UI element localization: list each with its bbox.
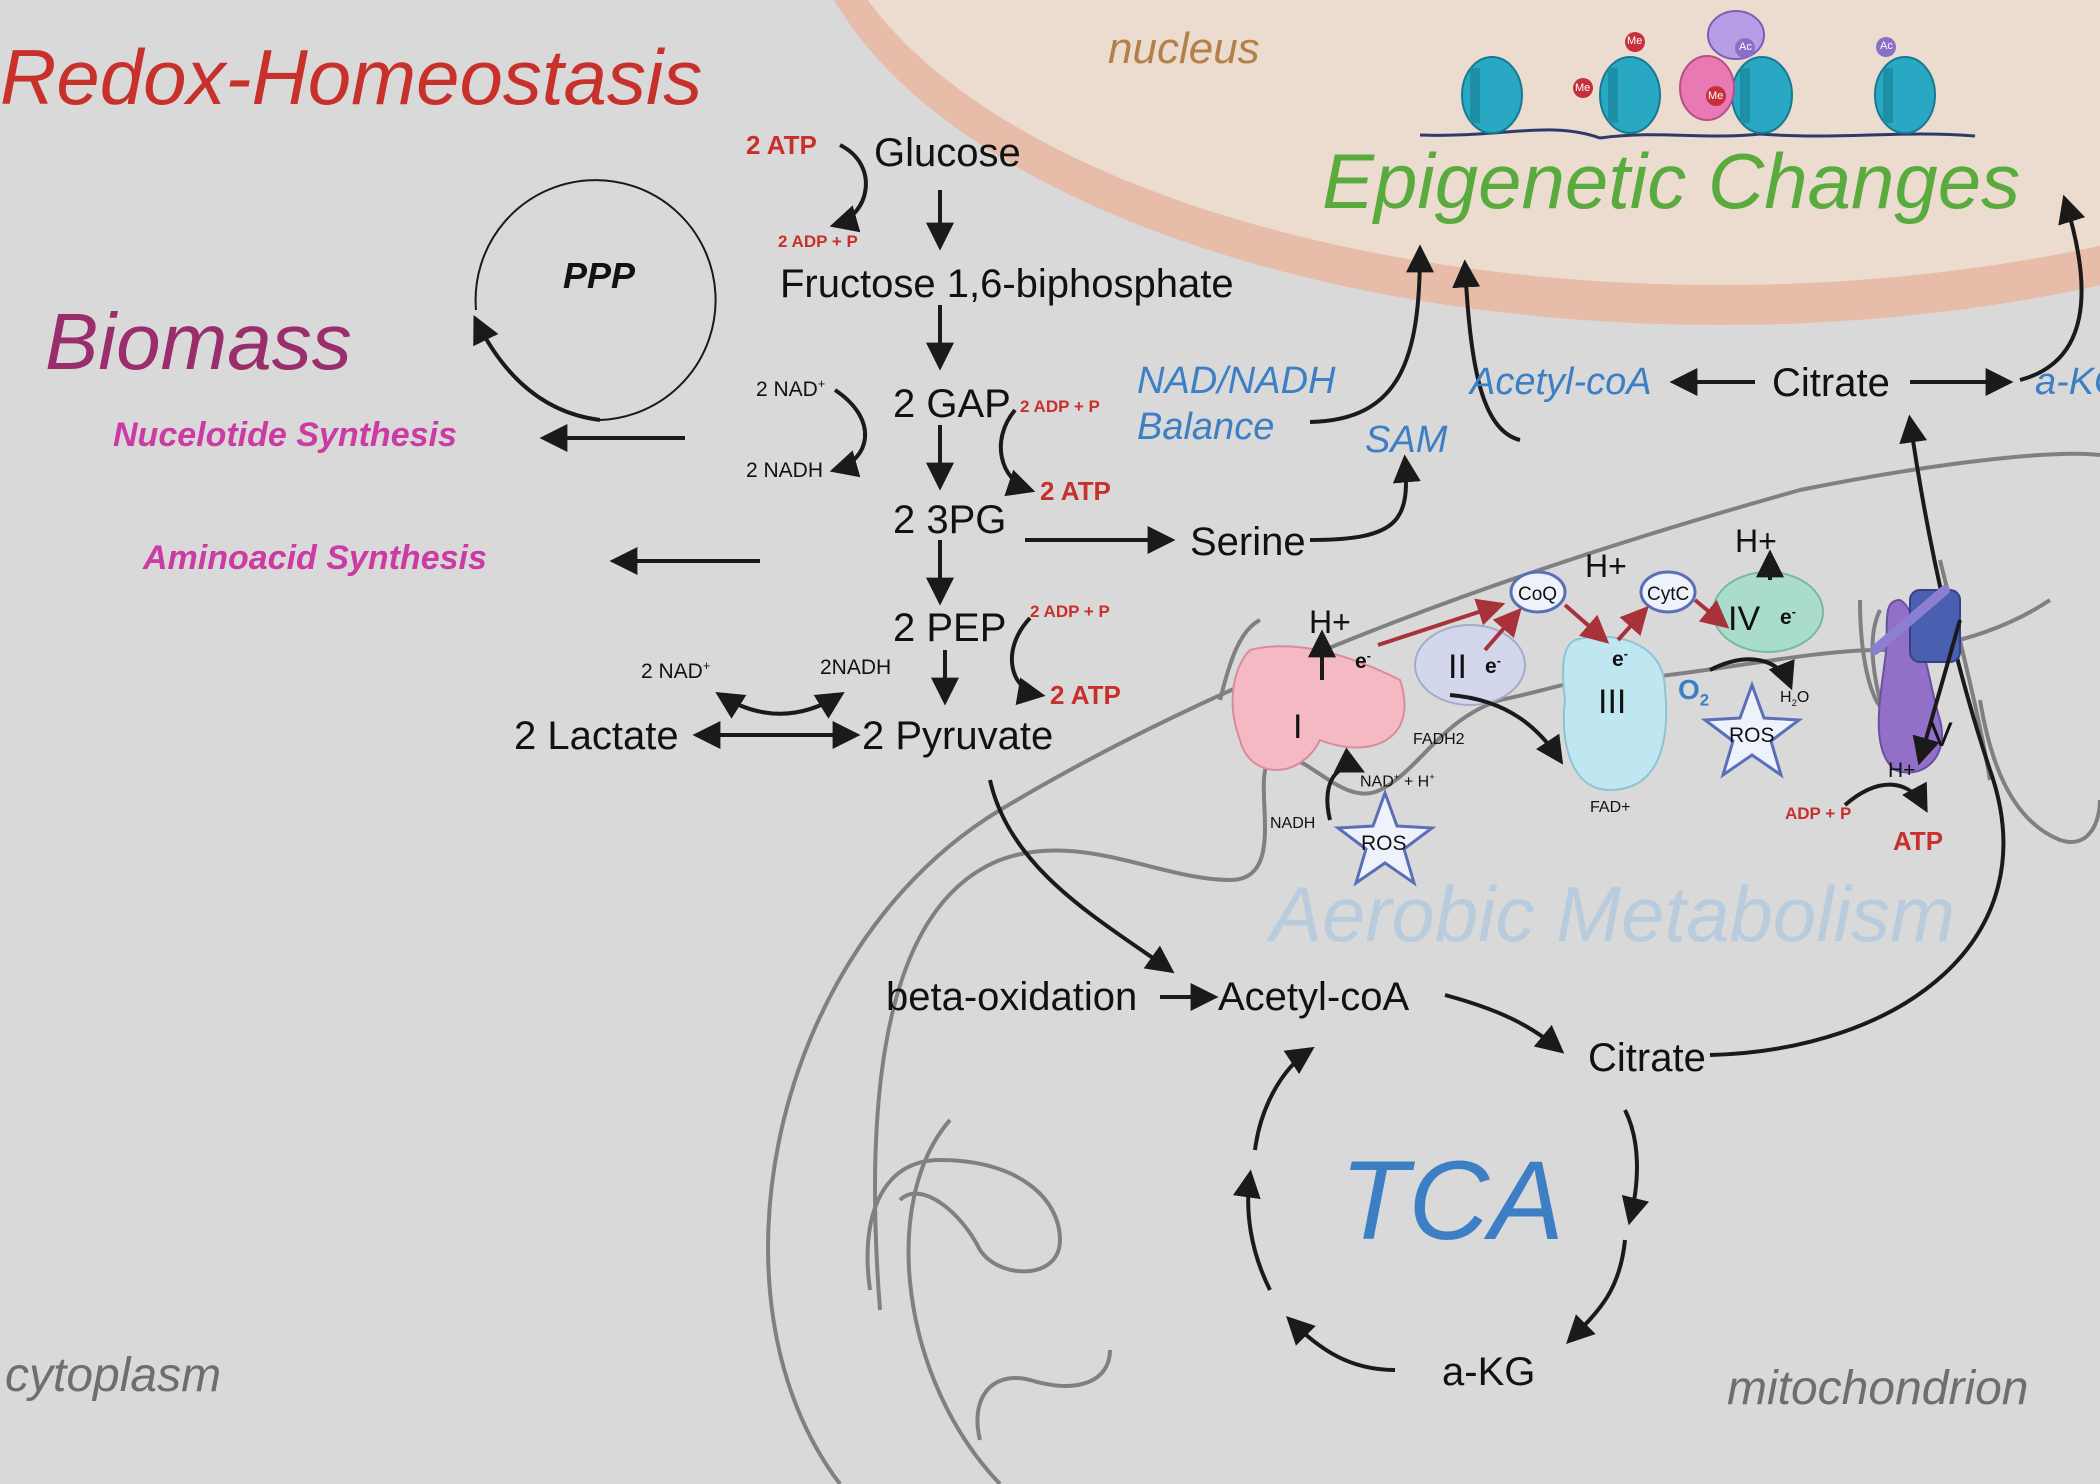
ppp-cycle xyxy=(473,179,717,422)
nucleotide-synthesis-label: Nucelotide Synthesis xyxy=(113,416,457,454)
complex-1-label: I xyxy=(1293,708,1303,746)
ros-label-1: ROS xyxy=(1361,832,1407,855)
hplus-complex1-label: H+ xyxy=(1309,604,1351,640)
ac-mark-2: Ac xyxy=(1880,40,1893,52)
tca-arrows xyxy=(1232,993,1650,1372)
mitochondrion-label: mitochondrion xyxy=(1727,1362,2029,1415)
electron-complex3-label: e- xyxy=(1612,647,1628,671)
hplus-complex5-label: H+ xyxy=(1888,759,1916,782)
ppp-label: PPP xyxy=(563,255,636,296)
adp-input-label: 2 ADP + P xyxy=(778,232,858,251)
me-mark-1: Me xyxy=(1627,35,1643,47)
cytc-label: CytC xyxy=(1647,584,1690,605)
atp-input-label: 2 ATP xyxy=(746,130,817,160)
hplus-complex4-label: H+ xyxy=(1735,523,1777,559)
akg-tca-label: a-KG xyxy=(1442,1350,1536,1394)
adp-pep-label: 2 ADP + P xyxy=(1030,602,1110,621)
ros-label-2: ROS xyxy=(1729,724,1775,747)
lactate-label: 2 Lactate xyxy=(514,714,679,758)
acetyl-coa-epi-label: Acetyl-coA xyxy=(1470,361,1652,403)
o2-label: O2 xyxy=(1678,674,1710,710)
cytoplasm-label: cytoplasm xyxy=(5,1349,222,1402)
fructose-bisphosphate-label: Fructose 1,6-biphosphate xyxy=(780,262,1234,306)
akg-epi-label: a-KG xyxy=(2035,361,2100,403)
coq-label: CoQ xyxy=(1518,584,1558,605)
adp-gap-label: 2 ADP + P xyxy=(1020,397,1100,416)
atp-pep-label: 2 ATP xyxy=(1050,680,1121,710)
3pg-label: 2 3PG xyxy=(893,498,1007,542)
serine-label: Serine xyxy=(1190,520,1306,564)
aerobic-metabolism-title: Aerobic Metabolism xyxy=(1270,870,1955,958)
citrate-epi-label: Citrate xyxy=(1772,361,1890,405)
epigenetic-changes-title: Epigenetic Changes xyxy=(1322,137,2021,225)
pep-label: 2 PEP xyxy=(893,606,1007,650)
hplus-complex3-label: H+ xyxy=(1585,548,1627,584)
nucleus-label: nucleus xyxy=(1108,24,1260,73)
epigenetic-arrows xyxy=(1309,194,2086,1057)
nad-nadh-label: NAD/NADH xyxy=(1137,360,1336,402)
complex-2-label: II xyxy=(1448,648,1467,686)
me-mark-3: Me xyxy=(1708,90,1724,102)
citrate-tca-label: Citrate xyxy=(1588,1036,1706,1080)
glycolysis-arrows xyxy=(539,143,1421,1011)
complex-3-label: III xyxy=(1598,683,1627,721)
balance-label: Balance xyxy=(1137,406,1275,448)
nadh-lactate-label: 2NADH xyxy=(820,656,892,679)
histone-chromatin xyxy=(1419,10,1976,140)
me-mark-2: Me xyxy=(1575,82,1591,94)
complex-5-label: V xyxy=(1930,716,1953,754)
sam-label: SAM xyxy=(1365,419,1448,461)
biomass-title: Biomass xyxy=(45,297,352,386)
ac-mark-1: Ac xyxy=(1739,41,1752,53)
redox-homeostasis-title: Redox-Homeostasis xyxy=(0,33,703,121)
atp-gap-label: 2 ATP xyxy=(1040,476,1111,506)
nadh-etc-label: NADH xyxy=(1270,815,1316,832)
fad-label: FAD+ xyxy=(1590,799,1631,816)
electron-complex2-label: e- xyxy=(1485,654,1501,678)
beta-oxidation-label: beta-oxidation xyxy=(886,975,1138,1019)
glucose-label: Glucose xyxy=(874,131,1021,175)
nadh-gap-label: 2 NADH xyxy=(746,459,824,482)
pyruvate-label: 2 Pyruvate xyxy=(862,714,1054,758)
fadh2-label: FADH2 xyxy=(1413,731,1465,748)
gap-label: 2 GAP xyxy=(893,382,1011,426)
nad-gap-label: 2 NAD+ xyxy=(756,377,826,401)
nad-lactate-label: 2 NAD+ xyxy=(641,659,711,683)
aminoacid-synthesis-label: Aminoacid Synthesis xyxy=(143,539,487,577)
nad-etc-label: NAD+ + H+ xyxy=(1360,772,1435,791)
adp-etc-label: ADP + P xyxy=(1785,804,1852,823)
complex-4-label: IV xyxy=(1728,600,1761,638)
h2o-label: H2O xyxy=(1780,689,1810,710)
electron-complex4-label: e- xyxy=(1780,605,1796,629)
atp-etc-label: ATP xyxy=(1893,826,1944,856)
electron-transport-chain xyxy=(1231,549,1962,887)
tca-title: TCA xyxy=(1340,1138,1564,1263)
electron-complex1-label: e- xyxy=(1355,649,1371,673)
acetyl-coa-tca-label: Acetyl-coA xyxy=(1218,975,1410,1019)
